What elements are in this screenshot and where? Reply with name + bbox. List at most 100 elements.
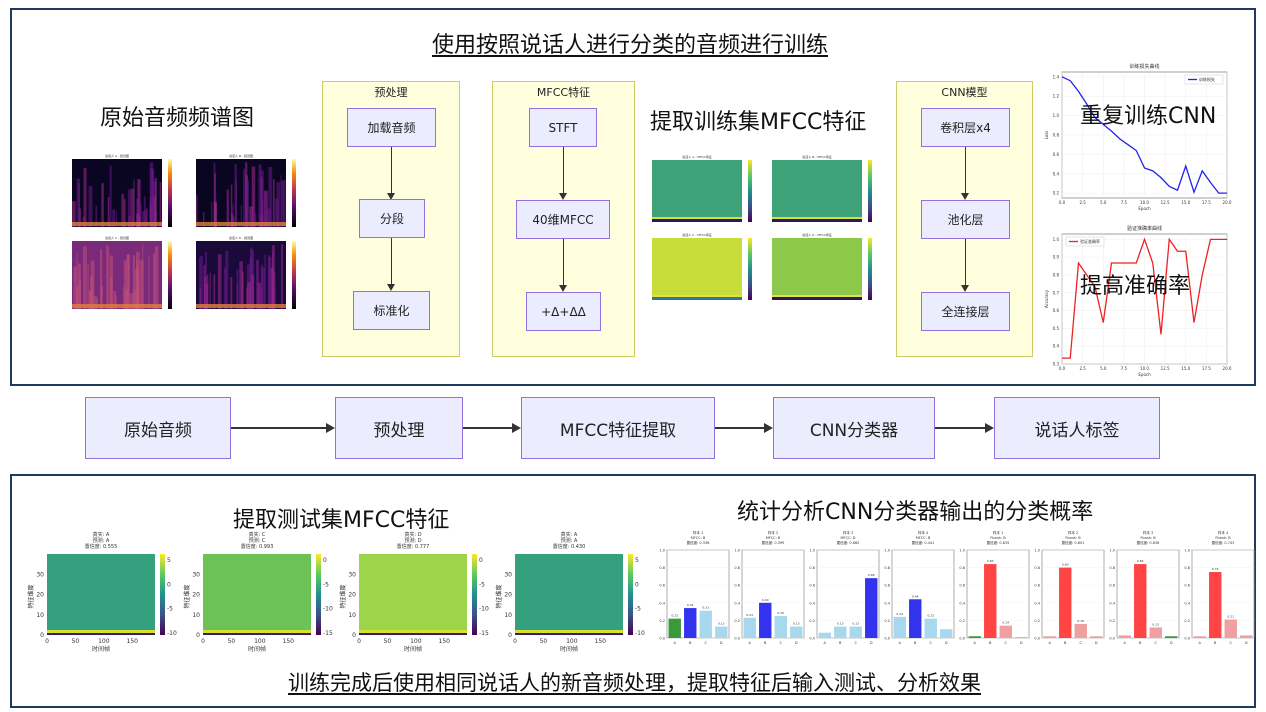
test-confidence-label: 置信度: 0.555 bbox=[85, 543, 118, 550]
x-tick-label: 12.5 bbox=[1161, 366, 1170, 371]
bar-panel-title: 置信度: 0.336 bbox=[687, 540, 710, 545]
x-axis-label: 时间帧 bbox=[560, 645, 578, 652]
colorbar bbox=[868, 160, 872, 222]
y-tick-label: 0.2 bbox=[1053, 191, 1060, 196]
mfcc-highband bbox=[772, 295, 862, 297]
test-mfcc-image bbox=[47, 554, 155, 635]
spectrogram-band bbox=[121, 193, 124, 227]
bar-panel-title: 置信度: 0.836 bbox=[1137, 540, 1160, 545]
x-tick-label: C bbox=[1230, 641, 1233, 645]
x-tick-label: D bbox=[795, 641, 798, 645]
test-mfcc-heading: 提取测试集MFCC特征 bbox=[233, 508, 450, 533]
spectrogram-title: 说话人 B - 频谱图 bbox=[229, 153, 253, 158]
y-tick-label: 1.0 bbox=[1109, 549, 1115, 553]
spectrogram-band bbox=[101, 183, 104, 227]
spectrogram-band bbox=[76, 253, 78, 309]
x-tick-label: 150 bbox=[283, 638, 295, 645]
y-tick-label: 0 bbox=[196, 632, 200, 639]
bar-value-label: 0.12 bbox=[1152, 622, 1159, 626]
spectrogram-band bbox=[234, 164, 238, 227]
y-tick-label: 0.8 bbox=[659, 566, 665, 570]
colorbar-tick: -5 bbox=[323, 581, 329, 588]
spectrogram-band bbox=[249, 206, 254, 227]
y-tick-label: 0.0 bbox=[659, 637, 665, 641]
legend-box bbox=[1065, 236, 1105, 247]
bar-value-label: 0.25 bbox=[777, 611, 784, 615]
spectrogram-band bbox=[123, 198, 126, 227]
colorbar bbox=[472, 554, 477, 635]
y-tick-label: 0.8 bbox=[1034, 566, 1040, 570]
y-tick-label: 0.4 bbox=[884, 601, 890, 605]
y-tick-label: 0.0 bbox=[809, 637, 815, 641]
mfcc-lowband bbox=[652, 219, 742, 222]
arrow-icon bbox=[764, 423, 773, 433]
x-tick-label: B bbox=[839, 641, 842, 645]
node-segment: 分段 bbox=[359, 199, 425, 238]
x-tick-label: C bbox=[1155, 641, 1158, 645]
probability-bar bbox=[1165, 636, 1178, 638]
y-tick-label: 0.2 bbox=[809, 619, 815, 623]
mfcc-lowband bbox=[772, 219, 862, 222]
bar-panel-title: 样本 1 bbox=[693, 530, 703, 535]
y-tick-label: 0.4 bbox=[734, 601, 740, 605]
x-tick-label: B bbox=[764, 641, 767, 645]
bar-value-label: 0.13 bbox=[852, 622, 859, 626]
y-tick-label: 20 bbox=[192, 592, 200, 599]
bar-value-label: 0.31 bbox=[702, 606, 709, 610]
test-mfcc-lowband bbox=[203, 633, 311, 635]
y-tick-label: 1.0 bbox=[1034, 549, 1040, 553]
probability-bar bbox=[1090, 636, 1103, 638]
spectrogram-band bbox=[159, 182, 162, 227]
colorbar bbox=[292, 241, 296, 309]
spectrogram-band bbox=[115, 295, 117, 309]
spectrogram-band bbox=[261, 267, 266, 309]
x-tick-label: 5.0 bbox=[1100, 200, 1107, 205]
spectrogram-band bbox=[264, 192, 268, 227]
y-tick-label: 0 bbox=[40, 632, 44, 639]
bar-panel-title: MFCC: B bbox=[691, 536, 706, 540]
mfcc-title: 说话人 D - MFCC特征 bbox=[802, 232, 832, 237]
colorbar-tick: -5 bbox=[479, 581, 485, 588]
spectrogram-band bbox=[109, 277, 113, 309]
spectrogram-band bbox=[136, 260, 139, 309]
x-tick-label: A bbox=[1124, 641, 1127, 645]
flow-node-preprocess: 预处理 bbox=[335, 397, 463, 459]
y-tick-label: 1.0 bbox=[809, 549, 815, 553]
spectrogram-band bbox=[252, 189, 255, 227]
probability-bar bbox=[984, 564, 997, 638]
x-tick-label: 15.0 bbox=[1181, 200, 1190, 205]
y-tick-label: 0.2 bbox=[1034, 619, 1040, 623]
y-tick-label: 10 bbox=[36, 612, 44, 619]
x-tick-label: A bbox=[824, 641, 827, 645]
test-mfcc-lowband bbox=[47, 633, 155, 635]
x-tick-label: 0 bbox=[201, 638, 205, 645]
probability-bar bbox=[1149, 627, 1162, 638]
spectrogram-band bbox=[198, 257, 201, 309]
y-tick-label: 1.4 bbox=[1053, 74, 1060, 79]
bar-value-label: 0.74 bbox=[1212, 567, 1219, 571]
spectrogram-band bbox=[139, 259, 144, 309]
x-tick-label: 150 bbox=[439, 638, 451, 645]
x-tick-label: A bbox=[899, 641, 902, 645]
y-tick-label: 0.2 bbox=[734, 619, 740, 623]
y-tick-label: 0.4 bbox=[1053, 344, 1060, 349]
spectrogram-band bbox=[240, 205, 243, 227]
spectrogram-band bbox=[211, 202, 213, 227]
bar-value-label: 0.68 bbox=[868, 573, 875, 577]
mfcc-image bbox=[652, 238, 742, 300]
probability-bar bbox=[940, 629, 953, 638]
bar-value-label: 0.22 bbox=[927, 614, 934, 618]
y-tick-label: 0.8 bbox=[809, 566, 815, 570]
spectrogram-band bbox=[112, 209, 116, 227]
y-tick-label: 0.0 bbox=[734, 637, 740, 641]
y-tick-label: 0.6 bbox=[884, 584, 890, 588]
y-tick-label: 0.8 bbox=[959, 566, 965, 570]
x-axis-label: 时间帧 bbox=[404, 645, 422, 652]
test-mfcc-image bbox=[515, 554, 623, 635]
y-tick-label: 0.6 bbox=[659, 584, 665, 588]
y-tick-label: 1.0 bbox=[659, 549, 665, 553]
flow-node-cnn-classifier: CNN分类器 bbox=[773, 397, 935, 459]
test-confidence-label: 置信度: 0.430 bbox=[553, 543, 586, 550]
x-tick-label: B bbox=[1214, 641, 1217, 645]
arrow-icon bbox=[961, 285, 969, 292]
